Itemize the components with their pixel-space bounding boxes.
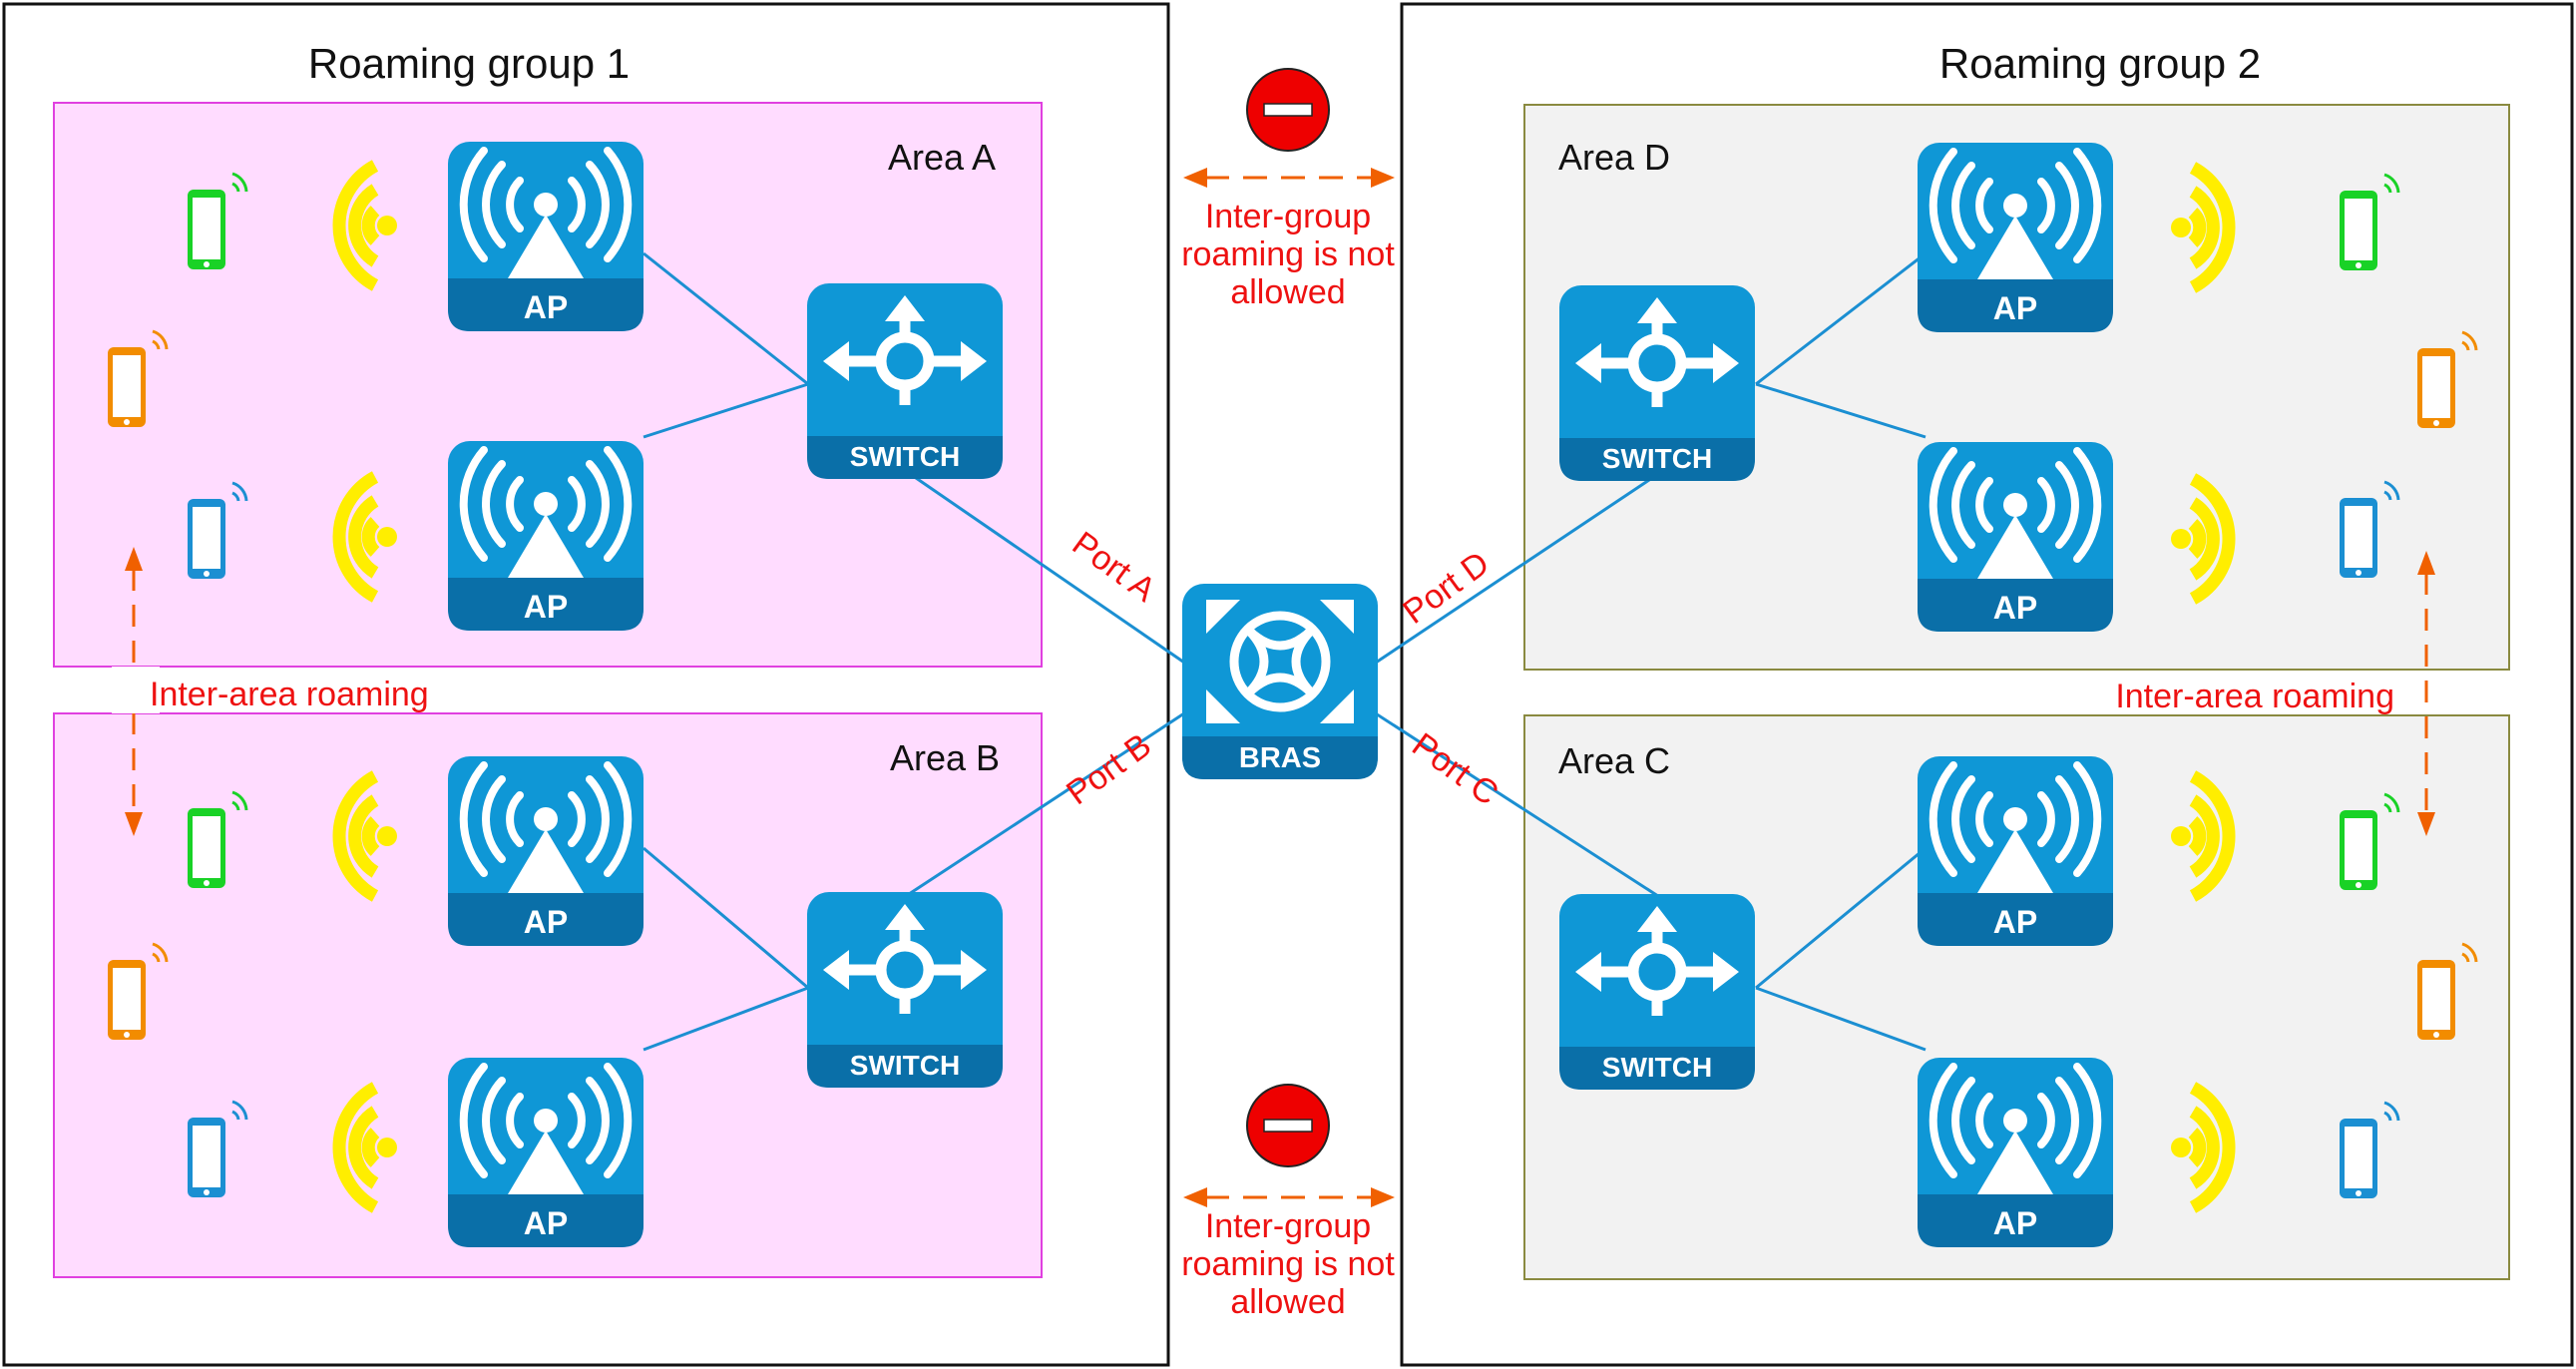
link-line <box>902 686 1223 900</box>
phone-icon <box>108 329 169 427</box>
inter-group-note-line: Inter-group <box>1205 1207 1371 1245</box>
inter-group-note-line: allowed <box>1230 1283 1345 1321</box>
switch-label: SWITCH <box>850 1050 960 1081</box>
phone-icon <box>2340 792 2400 890</box>
phone-icon <box>188 1100 248 1197</box>
link-line <box>643 251 809 386</box>
link-line <box>1755 382 1927 439</box>
arrow-head-icon <box>125 547 143 571</box>
roaming-group-1-title: Roaming group 1 <box>308 40 630 87</box>
phone-icon <box>2340 480 2400 578</box>
link-line <box>1755 986 1927 1052</box>
roaming-group-2-title: Roaming group 2 <box>1939 40 2261 87</box>
phone-icon <box>2340 173 2400 270</box>
phone-icon <box>2340 1101 2400 1198</box>
link-line <box>1755 251 1927 386</box>
link-line <box>643 382 809 439</box>
no-entry-icon <box>1246 1084 1330 1167</box>
ap-label: AP <box>1993 1205 2037 1241</box>
inter-area-note-group1: Inter-area roaming <box>150 676 429 713</box>
area-a-label: Area A <box>888 137 996 178</box>
link-line <box>1755 846 1927 990</box>
bras-label: BRAS <box>1239 742 1321 774</box>
inter-group-note-line: roaming is not <box>1181 1245 1395 1283</box>
switch-label: SWITCH <box>1602 1052 1712 1083</box>
ap-label: AP <box>1993 290 2037 326</box>
ap-label: AP <box>524 904 568 940</box>
phone-icon <box>108 942 169 1040</box>
ap-label: AP <box>524 589 568 625</box>
inter-group-note-line: Inter-group <box>1205 198 1371 235</box>
phone-icon <box>188 172 248 269</box>
switch-label: SWITCH <box>850 441 960 472</box>
phone-icon <box>188 481 248 579</box>
arrow-head-icon <box>2417 812 2435 836</box>
arrow-head-icon <box>1371 1187 1395 1207</box>
inter-area-note-group2: Inter-area roaming <box>2115 678 2394 715</box>
ap-label: AP <box>524 1205 568 1241</box>
no-entry-icon <box>1246 68 1330 152</box>
arrow-head-icon <box>2417 551 2435 575</box>
ap-label: AP <box>1993 590 2037 626</box>
arrow-head-icon <box>1183 1187 1207 1207</box>
link-line <box>643 846 809 990</box>
note-gap <box>112 667 160 713</box>
arrow-head-icon <box>1371 168 1395 188</box>
inter-group-note-line: roaming is not <box>1181 235 1395 273</box>
link-line <box>1336 686 1662 900</box>
area-d-label: Area D <box>1558 137 1670 178</box>
inter-group-note-line: allowed <box>1230 273 1345 311</box>
area-b-label: Area B <box>890 737 1000 778</box>
link-line <box>902 467 1223 690</box>
ap-label: AP <box>1993 904 2037 940</box>
phone-icon <box>2417 942 2478 1040</box>
arrow-head-icon <box>125 812 143 836</box>
link-line <box>643 986 809 1052</box>
ap-label: AP <box>524 289 568 325</box>
phone-icon <box>2417 330 2478 428</box>
area-c-label: Area C <box>1558 740 1670 781</box>
arrow-head-icon <box>1183 168 1207 188</box>
link-line <box>1336 470 1662 690</box>
switch-label: SWITCH <box>1602 443 1712 474</box>
phone-icon <box>188 790 248 888</box>
